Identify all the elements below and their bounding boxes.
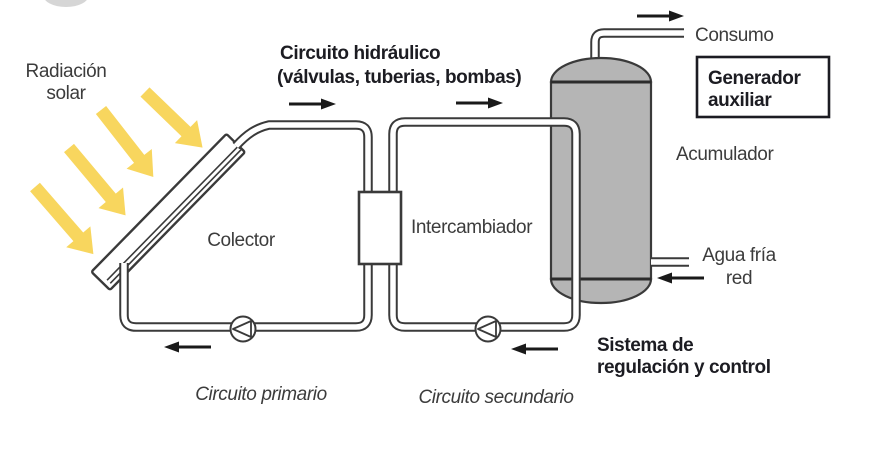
cropped-edge-artifact: [45, 0, 87, 7]
tank-bottom-cap: [549, 277, 653, 305]
label-circuito-secundario: Circuito secundario: [418, 387, 573, 408]
label-agua-fria-line1: Agua fría: [702, 245, 776, 266]
label-circuito-hidraulico-line2: (válvulas, tuberias, bombas): [277, 67, 521, 88]
label-radiacion-solar-line1: Radiación: [26, 61, 107, 82]
flow-arrow-secondary-return-icon: [511, 343, 558, 355]
label-generador-auxiliar-line1: Generador: [708, 68, 801, 89]
secondary-pump-icon: [474, 315, 502, 343]
secondary-loop-pipe: [388, 117, 581, 332]
primary-supply-pipe: [232, 120, 373, 196]
flow-arrow-primary-return-icon: [164, 341, 211, 353]
tank-top-cap: [549, 56, 653, 84]
label-circuito-hidraulico-line1: Circuito hidráulico: [280, 43, 440, 64]
flow-arrow-secondary-supply-icon: [456, 97, 503, 109]
label-circuito-primario: Circuito primario: [195, 384, 327, 405]
label-intercambiador: Intercambiador: [411, 217, 533, 238]
flow-arrows: [164, 10, 704, 355]
primary-pump-icon: [229, 315, 257, 343]
generador-auxiliar-box: [695, 55, 831, 119]
heat-exchanger-box: [357, 190, 403, 266]
label-generador-auxiliar-line2: auxiliar: [708, 90, 772, 111]
flow-arrow-primary-supply-icon: [289, 98, 336, 110]
consumo-pipe: [590, 28, 684, 64]
label-sistema-regulacion-line2: regulación y control: [597, 357, 771, 378]
solar-radiation-arrow-icon: [30, 182, 94, 255]
flow-arrow-cold-water-icon: [657, 272, 704, 284]
flow-arrow-consumo-icon: [637, 10, 684, 22]
tank-body: [549, 80, 653, 281]
label-colector: Colector: [207, 230, 276, 251]
solar-radiation-arrow-icon: [64, 143, 126, 216]
label-sistema-regulacion-line1: Sistema de: [597, 335, 693, 356]
collector-absorber-line: [106, 145, 240, 281]
label-radiacion-solar-line2: solar: [46, 83, 86, 104]
solar-radiation-arrow-icon: [140, 87, 203, 148]
label-consumo: Consumo: [695, 25, 774, 46]
solar-radiation-arrow-icon: [95, 105, 154, 177]
solar-radiation-arrows: [30, 87, 203, 255]
accumulator-tank: [549, 56, 653, 305]
label-agua-fria-line2: red: [726, 268, 752, 289]
label-acumulador: Acumulador: [676, 144, 774, 165]
collector-absorber-line: [109, 148, 243, 284]
